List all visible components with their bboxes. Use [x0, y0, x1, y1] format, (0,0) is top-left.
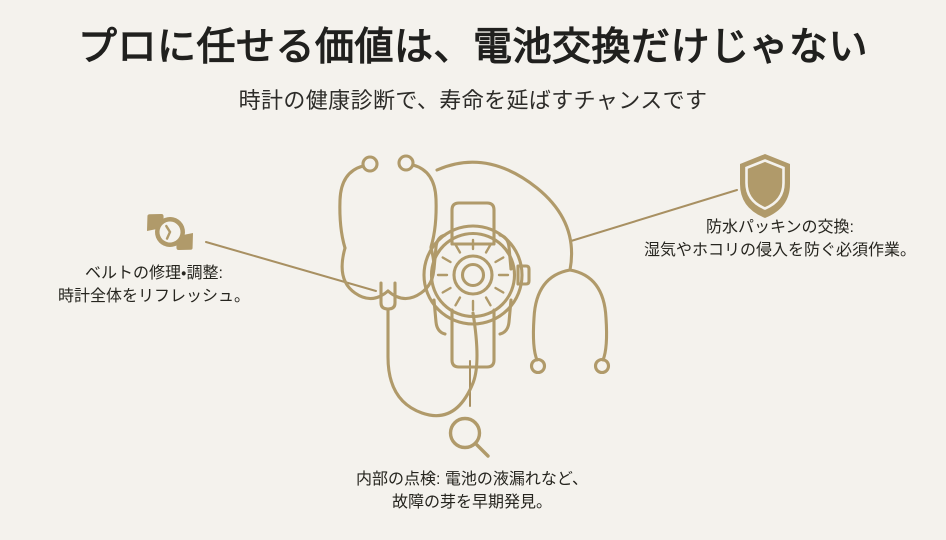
wristwatch-crown: [516, 264, 531, 286]
stethoscope-binaural-right: [386, 246, 436, 301]
page-title: プロに任せる価値は、電池交換だけじゃない: [77, 26, 868, 69]
callout-belt-line2: 時計全体をリフレッシュ。: [57, 288, 250, 306]
stethoscope-tube-right: [411, 163, 438, 249]
stethoscope-secondary-arc: [435, 160, 574, 272]
callout-inspect-line1: 内部の点検: 電池の液漏れなど、: [355, 471, 589, 488]
wristwatch-dial-ticks: [436, 238, 510, 312]
callout-belt: ベルトの修理・調整: 時計全体をリフレッシュ。: [18, 262, 290, 308]
callout-inspect-line2: 故障の芽を早期発見。: [391, 494, 552, 512]
stethoscope-earpiece-right-tip: [397, 154, 415, 172]
callout-gasket: 防水パッキンの交換: 湿気やホコリの侵入を防ぐ必須作業。: [620, 216, 940, 262]
callout-inspect: 内部の点検: 電池の液漏れなど、 故障の芽を早期発見。: [300, 468, 644, 514]
wristwatch-case: [422, 224, 524, 326]
stethoscope-secondary-branch-left: [531, 268, 572, 362]
callout-gasket-line2: 湿気やホコリの侵入を防ぐ必須作業。: [643, 242, 916, 260]
page-subtitle: 時計の健康診断で、寿命を延ばすチャンスです: [238, 88, 708, 113]
connector-line-gasket: [570, 189, 738, 242]
connector-line-belt: [205, 241, 377, 292]
stethoscope-secondary: [435, 160, 611, 375]
magnifier-icon: [448, 416, 490, 458]
watch-stethoscope-illustration: [338, 154, 611, 418]
callout-gasket-line1: 防水パッキンの交換:: [706, 219, 854, 236]
wristwatch-icon: [146, 213, 194, 251]
stethoscope-tube-left: [338, 164, 365, 250]
wristwatch-strap: [450, 201, 496, 369]
stethoscope-earpiece-left-tip: [361, 155, 379, 173]
stethoscope-secondary-branch-right: [568, 268, 609, 362]
stethoscope-binaural-left: [340, 246, 390, 301]
stethoscope-secondary-tip-right: [593, 357, 611, 375]
stethoscope-left: [338, 154, 479, 418]
callout-belt-line1: ベルトの修理・調整:: [85, 265, 223, 282]
stethoscope-chestpiece: [452, 254, 494, 296]
shield-icon: [740, 154, 790, 218]
stethoscope-tube-main: [386, 307, 479, 418]
stethoscope-secondary-tip-left: [529, 357, 547, 375]
